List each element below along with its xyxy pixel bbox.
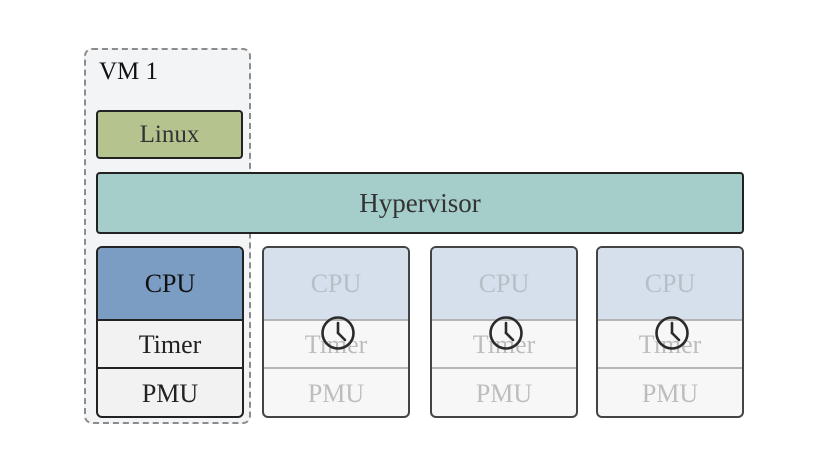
core-2-cpu: CPU — [432, 248, 576, 319]
core-3-timer: Timer — [598, 319, 742, 369]
core-2: CPU Timer PMU — [430, 246, 578, 418]
core-3-cpu: CPU — [598, 248, 742, 319]
linux-label: Linux — [139, 120, 200, 148]
vm-title: VM 1 — [99, 58, 159, 85]
core-1-cpu: CPU — [264, 248, 408, 319]
core-0-pmu: PMU — [98, 367, 242, 416]
clock-icon — [489, 316, 523, 350]
linux-box: Linux — [96, 110, 243, 159]
core-0-cpu: CPU — [98, 248, 242, 319]
core-2-timer: Timer — [432, 319, 576, 369]
core-1-timer: Timer — [264, 319, 408, 369]
core-3: CPU Timer PMU — [596, 246, 744, 418]
core-0-timer: Timer — [98, 319, 242, 369]
core-1-pmu: PMU — [264, 367, 408, 416]
core-3-pmu: PMU — [598, 367, 742, 416]
clock-icon — [321, 316, 355, 350]
core-2-pmu: PMU — [432, 367, 576, 416]
core-0: CPU Timer PMU — [96, 246, 244, 418]
clock-icon — [655, 316, 689, 350]
hypervisor-label: Hypervisor — [359, 187, 481, 218]
core-1: CPU Timer PMU — [262, 246, 410, 418]
hypervisor-bar: Hypervisor — [96, 172, 744, 234]
